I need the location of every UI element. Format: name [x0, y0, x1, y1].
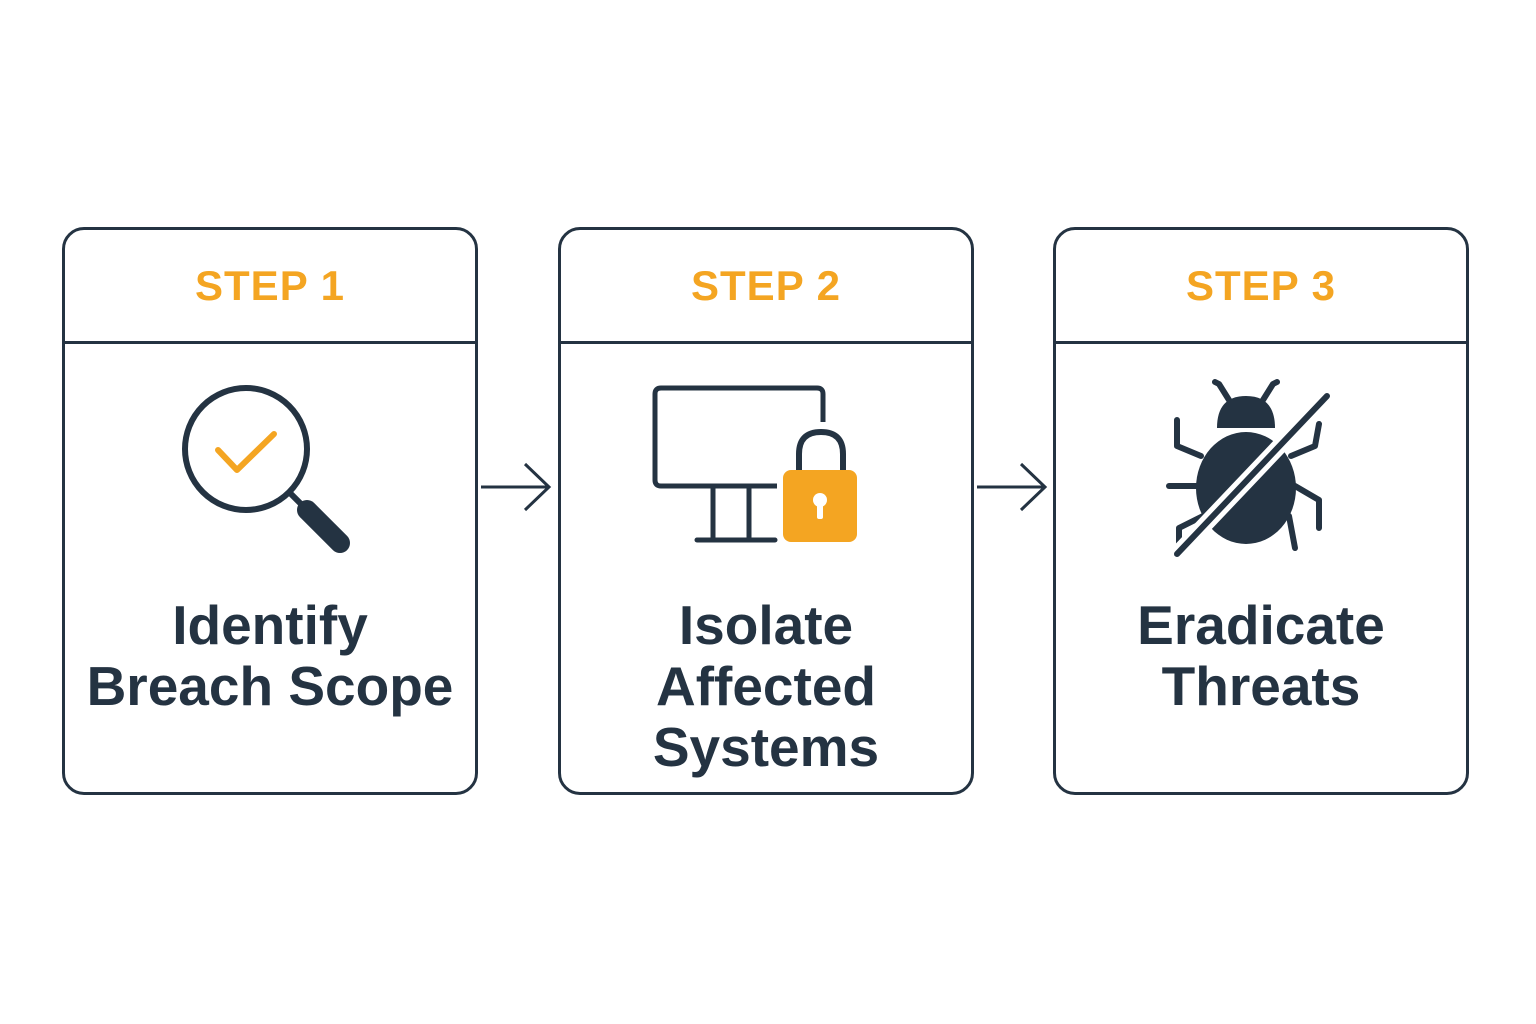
step-label: STEP 1 — [195, 261, 345, 309]
step-label: STEP 2 — [691, 261, 841, 309]
step-card-3: STEP 3 — [1053, 227, 1469, 795]
step-label: STEP 3 — [1186, 261, 1336, 309]
step-card-header: STEP 3 — [1056, 230, 1466, 344]
step-card-header: STEP 2 — [561, 230, 971, 344]
monitor-lock-icon — [652, 385, 857, 543]
magnifier-check-icon — [182, 385, 350, 553]
step-title: Eradicate Threats — [1137, 594, 1385, 717]
step-card-2: STEP 2 Isolate Affected Systems — [558, 227, 974, 795]
arrow-right-icon — [481, 462, 552, 512]
step-title: Isolate Affected Systems — [652, 594, 880, 778]
step-title: Identify Breach Scope — [86, 594, 454, 717]
step-card-1: STEP 1 Identify Breach Scope — [62, 227, 478, 795]
arrow-right-icon — [977, 462, 1048, 512]
bug-crossed-icon — [1166, 379, 1335, 560]
step-card-header: STEP 1 — [65, 230, 475, 344]
